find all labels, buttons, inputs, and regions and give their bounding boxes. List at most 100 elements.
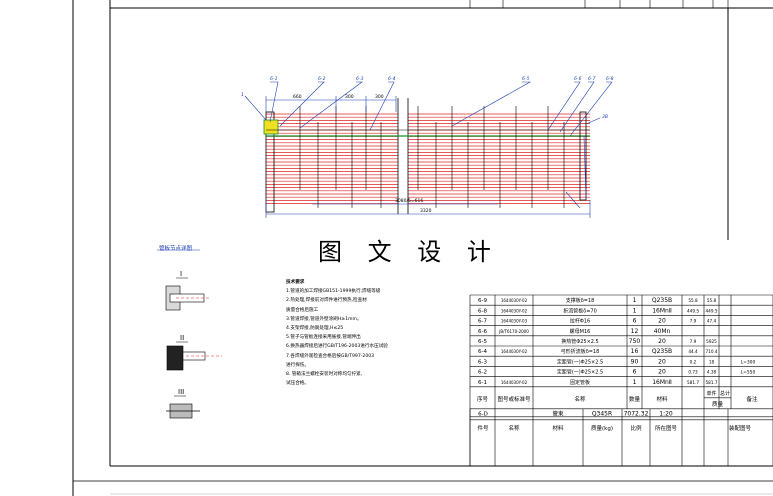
bom-cell-total-weight: 4.38 <box>707 370 717 375</box>
bom-cell-name: 定距管(一)Φ25×2.5 <box>557 369 603 376</box>
bom-cell-material: 20 <box>658 369 666 376</box>
bom-cell-material: 20 <box>658 358 666 365</box>
tube-lines <box>266 113 590 204</box>
support-plate <box>579 111 587 201</box>
bom-cell-unit-weight: 0.73 <box>688 370 698 375</box>
note-line: 4.支架焊接,防腐处理,H≤25 <box>286 326 344 332</box>
footer-scale: 比例 <box>630 424 642 432</box>
bom-header-code: 图号或标准号 <box>497 395 531 403</box>
note-line: 3.管道焊接,管道外壁涂刷H≥1mm。 <box>286 316 362 322</box>
detail-label-1: I <box>180 270 182 278</box>
bom-cell-material: Q235B <box>652 348 672 355</box>
bom-cell-unit-weight: 55.8 <box>688 298 698 303</box>
bom-cell-material: 20 <box>658 318 666 325</box>
fixed-tubesheet <box>265 111 275 213</box>
break-gap <box>398 100 408 212</box>
bom-cell-name: 螺母M16 <box>570 328 591 335</box>
bom-cell-total-weight: 710.4 <box>706 349 718 354</box>
callout-6-2: 6-2 <box>318 76 326 82</box>
bom-cell-total-weight: 5925 <box>706 339 717 344</box>
dim-660: 660 <box>293 94 302 100</box>
bom-cell-unit-weight: 581.7 <box>687 380 699 385</box>
dim-300-b: 300 <box>375 94 384 100</box>
note-line: 质量合格后施工 <box>286 307 319 313</box>
bom-cell-name: 固定管板 <box>570 379 590 386</box>
callout-6-5: 6-5 <box>522 76 530 82</box>
assembly-material: Q345R <box>592 410 612 417</box>
tubesheet-highlight <box>263 119 279 135</box>
bom-cell-no: 6-6 <box>478 329 487 335</box>
bom-cell-name: 拉杆Φ16 <box>570 318 590 325</box>
bom-header-no: 序号 <box>477 395 489 403</box>
detail-2-plate <box>166 345 184 371</box>
note-line: 1.管道的加工焊接GB151-1999执行,焊缝等级 <box>286 289 381 295</box>
callout-labels: 6-1 6-2 6-3 6-4 6-5 6-6 6-7 6-8 1 3B <box>241 76 614 120</box>
bom-cell-material: Q235B <box>652 297 672 304</box>
bom-cell-qty: 750 <box>629 338 641 345</box>
detail-3-label: III <box>178 388 184 396</box>
page-frame <box>72 0 773 496</box>
detail-title: 管板节点详图 <box>159 246 193 252</box>
bom-cell-no: 6-5 <box>478 339 487 345</box>
note-line: 7.各焊缝外观检查合格后按GB/T997-2003 <box>286 353 375 359</box>
assembly-no: 6-D <box>478 411 488 417</box>
bom-header-note: 备注 <box>746 395 758 403</box>
dim-total: 3320 <box>420 208 432 214</box>
baffles <box>299 106 565 208</box>
bom-cell-note: L=300 <box>741 359 756 365</box>
note-line: 8. 管箱法兰螺栓安装时对称均匀拧紧, <box>286 372 363 378</box>
bom-header-name: 名称 <box>574 395 586 403</box>
bom-cell-name: 弓形折流板δ=18 <box>561 348 600 355</box>
note-line: 6.换热器焊接后进行GB/T196-2003进行水压试验 <box>286 344 388 350</box>
callout-6-1: 6-1 <box>270 76 278 82</box>
callout-6-6: 6-6 <box>574 76 582 82</box>
bom-cell-no: 6-7 <box>478 319 487 325</box>
bom-cell-total-weight: 18 <box>709 359 715 364</box>
bom-cell-material: 20 <box>658 338 666 345</box>
footer-no: 件号 <box>477 424 489 432</box>
assembly-name: 管束 <box>552 409 564 417</box>
dimension-texts: 660 300 300 3080/5=616 3320 <box>293 94 432 214</box>
bom-cell-no: 6-1 <box>478 380 487 386</box>
assembly-weight: 7072.32 <box>624 410 649 417</box>
bom-cell-code: 1644030Y-02 <box>501 380 528 385</box>
bom-cell-material: 16MnⅡ <box>652 307 672 314</box>
footer-material: 材料 <box>552 424 564 432</box>
technical-notes: 技术要求 1.管道的加工焊接GB151-1999执行,焊缝等级 2.热处理,焊接前对… <box>286 278 411 388</box>
bom-cell-unit-weight: 44.4 <box>688 349 698 354</box>
callout-6-8: 6-8 <box>606 76 614 82</box>
bom-cell-no: 6-4 <box>478 349 487 355</box>
bom-cell-no: 6-2 <box>478 370 487 376</box>
detail-2-label: II <box>180 334 184 342</box>
bom-header-material: 材料 <box>656 395 668 403</box>
bom-cell-code: JB/T6170-2000 <box>498 329 529 334</box>
note-line: 进行探伤。 <box>286 362 309 368</box>
note-line: 2.热处理,焊接前对焊件进行预热,检查材 <box>286 298 367 304</box>
bom-cell-unit-weight: 7.9 <box>690 319 697 324</box>
bom-cell-unit-weight: 7.9 <box>690 339 697 344</box>
bom-cell-unit-weight: 0.2 <box>690 359 697 364</box>
bom-cell-name: 换热管Φ25×2.5 <box>561 338 598 345</box>
bom-cell-qty: 6 <box>633 369 637 376</box>
bom-cell-no: 6-8 <box>478 308 487 314</box>
bom-cell-qty: 16 <box>631 348 639 355</box>
note-line: 试压合格。 <box>286 381 309 387</box>
bom-cell-material: 40Mn <box>654 328 671 335</box>
notes-heading: 技术要求 <box>286 280 305 285</box>
bom-cell-name: 支撑板δ=18 <box>566 297 595 304</box>
bom-cell-total-weight: 55.8 <box>707 298 717 303</box>
bom-cell-no: 6-9 <box>478 298 487 304</box>
watermark-text: 图 文 设 计 <box>318 238 500 266</box>
bom-cell-unit-weight: 449.5 <box>687 308 699 313</box>
assembly-scale: 1:20 <box>659 410 673 417</box>
dimension-lines <box>265 96 591 218</box>
bom-cell-total-weight: 47.4 <box>707 319 717 324</box>
bom-cell-total-weight: 449.5 <box>706 308 718 313</box>
bom-cell-qty: 12 <box>631 328 639 335</box>
bom-header-unit: 单件 <box>706 390 716 397</box>
bom-header-weight: 质量 <box>712 400 724 408</box>
bom-cell-name: 折流管板δ=70 <box>563 307 597 314</box>
bom-cell-qty: 1 <box>633 379 637 386</box>
bom-cell-code: 1644030Y-02 <box>501 349 528 354</box>
callout-6-4: 6-4 <box>388 76 396 82</box>
